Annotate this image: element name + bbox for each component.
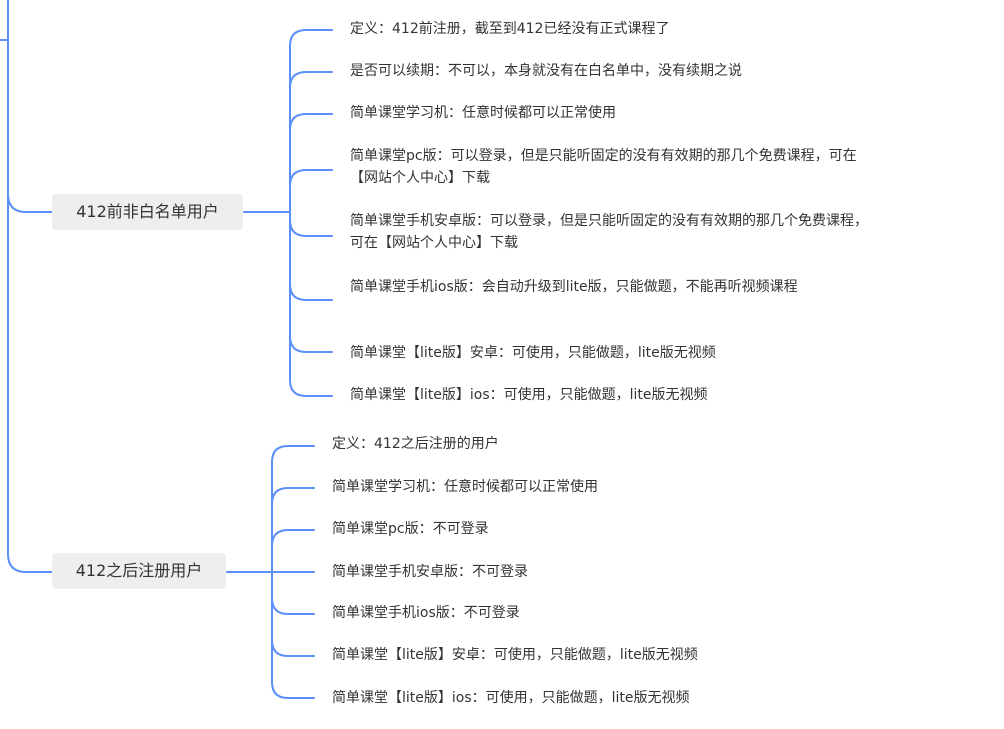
- leaf-non-whitelist-definition[interactable]: 定义：412前注册，截至到412已经没有正式课程了: [350, 21, 670, 37]
- group1-connector: [289, 29, 333, 213]
- leaf-non-whitelist-android[interactable]: 简单课堂手机安卓版：可以登录，但是只能听固定的没有有效期的那几个免费课程，可在【…: [350, 213, 868, 251]
- group2-connector: [271, 571, 315, 699]
- group1-connector: [289, 113, 333, 213]
- leaf-after-412-definition[interactable]: 定义：412之后注册的用户: [332, 436, 499, 452]
- leaf-non-whitelist-pc[interactable]: 简单课堂pc版：可以登录，但是只能听固定的没有有效期的那几个免费课程，可在【网站…: [350, 148, 857, 186]
- trunk-to-non-whitelist: [7, 193, 53, 213]
- group1-connector: [289, 211, 333, 397]
- group2-connector: [271, 445, 315, 573]
- group1-connector: [289, 211, 333, 237]
- leaf-non-whitelist-renewal[interactable]: 是否可以续期：不可以，本身就没有在白名单中，没有续期之说: [350, 63, 742, 79]
- group2-connector: [271, 529, 315, 573]
- leaf-after-412-lite-android[interactable]: 简单课堂【lite版】安卓：可使用，只能做题，lite版无视频: [332, 647, 698, 663]
- group1-connector: [289, 71, 333, 213]
- trunk-to-after-412: [7, 0, 53, 573]
- group2-connector: [271, 571, 315, 615]
- leaf-after-412-android[interactable]: 简单课堂手机安卓版：不可登录: [332, 564, 528, 580]
- leaf-non-whitelist-lite-ios[interactable]: 简单课堂【lite版】ios：可使用，只能做题，lite版无视频: [350, 387, 708, 403]
- branch-node-after-412[interactable]: 412之后注册用户: [52, 553, 226, 589]
- leaf-non-whitelist-learning-machine[interactable]: 简单课堂学习机：任意时候都可以正常使用: [350, 105, 616, 121]
- leaf-after-412-pc[interactable]: 简单课堂pc版：不可登录: [332, 521, 489, 537]
- leaf-after-412-lite-ios[interactable]: 简单课堂【lite版】ios：可使用，只能做题，lite版无视频: [332, 690, 690, 706]
- group1-connector: [289, 211, 333, 301]
- group1-connector: [289, 169, 333, 213]
- branch-node-non-whitelist[interactable]: 412前非白名单用户: [52, 194, 243, 230]
- leaf-non-whitelist-ios[interactable]: 简单课堂手机ios版：会自动升级到lite版，只能做题，不能再听视频课程: [350, 279, 798, 295]
- group2-connector: [271, 487, 315, 573]
- leaf-after-412-learning-machine[interactable]: 简单课堂学习机：任意时候都可以正常使用: [332, 479, 598, 495]
- leaf-non-whitelist-lite-android[interactable]: 简单课堂【lite版】安卓：可使用，只能做题，lite版无视频: [350, 345, 716, 361]
- leaf-after-412-ios[interactable]: 简单课堂手机ios版：不可登录: [332, 605, 520, 621]
